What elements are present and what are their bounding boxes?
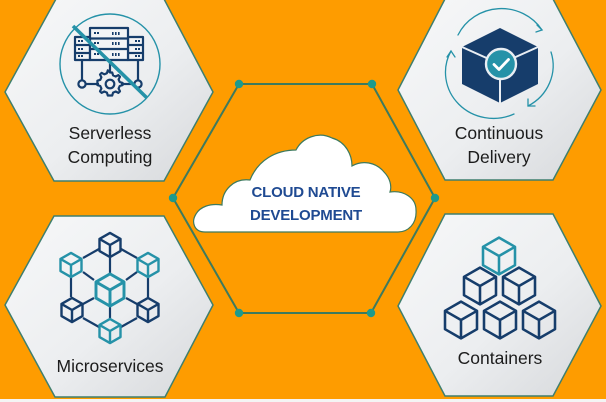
node-label-line2: Computing xyxy=(68,147,153,167)
hexagon-shape xyxy=(4,0,214,182)
node-label-line1: Continuous xyxy=(455,123,544,143)
bottom-strip xyxy=(0,399,606,402)
center-title-line1: CLOUD NATIVE xyxy=(252,184,361,201)
slash-icon xyxy=(71,24,149,100)
connector-dot xyxy=(234,79,244,89)
continuous-delivery-icon xyxy=(444,8,554,120)
connector-dot xyxy=(430,193,440,203)
node-label-line1: Serverless xyxy=(69,123,152,143)
node-containers: Containers xyxy=(397,213,602,397)
cloud-icon xyxy=(193,134,417,233)
connector-dot xyxy=(366,308,376,318)
node-label-line2: Delivery xyxy=(467,147,530,167)
connector-dot xyxy=(234,308,244,318)
center-connector-hexagon xyxy=(168,79,440,318)
serverless-icon xyxy=(59,13,161,115)
center-cloud: CLOUD NATIVE DEVELOPMENT xyxy=(193,134,417,233)
microservices-icon xyxy=(61,233,159,343)
cycle-arrows-icon xyxy=(444,8,554,120)
center-title-line2: DEVELOPMENT xyxy=(250,207,362,224)
node-microservices: Microservices xyxy=(4,215,214,398)
node-label: Containers xyxy=(458,348,543,368)
node-serverless-computing: Serverless Computing xyxy=(4,0,214,182)
node-label: Microservices xyxy=(57,356,164,376)
gear-icon xyxy=(96,69,124,97)
node-continuous-delivery: Continuous Delivery xyxy=(397,0,602,181)
checkmark-icon xyxy=(492,58,510,71)
connector-dot xyxy=(168,193,178,203)
connector-dot xyxy=(367,79,377,89)
hexagon-shape xyxy=(397,213,602,397)
